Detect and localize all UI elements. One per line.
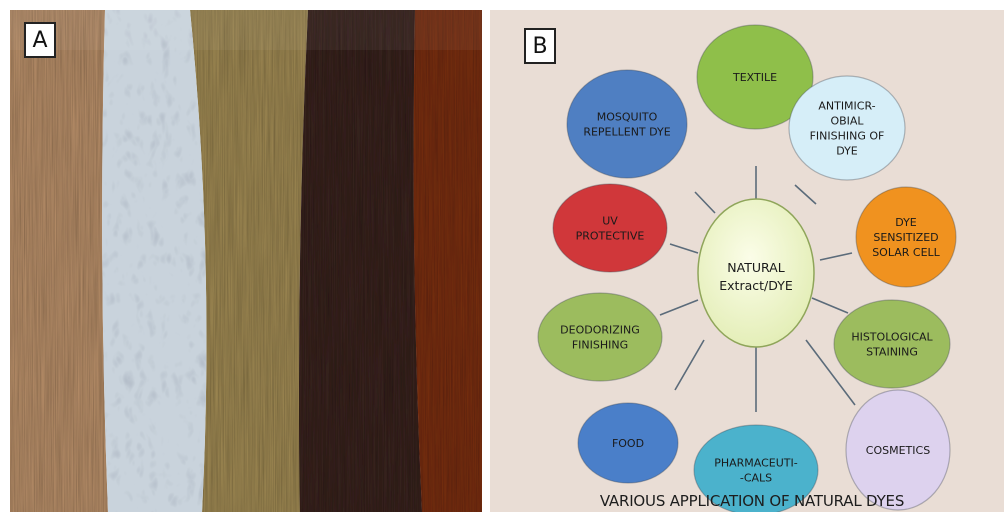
pharmaceuticals-node: PHARMACEUTI- -CALS bbox=[693, 424, 819, 512]
applications-diagram-panel: B TEXTILE ANTIMICR- OBIAL FINISHING OF DYE MO… bbox=[490, 10, 1004, 512]
antimicrobial-label-line: OBIAL bbox=[830, 115, 864, 128]
deodorizing-node: DEODORIZING FINISHING bbox=[537, 292, 663, 382]
mosquito-label-line: MOSQUITO bbox=[597, 111, 658, 124]
solar-connector bbox=[819, 252, 853, 261]
histological-connector bbox=[811, 297, 849, 314]
rust-hank bbox=[413, 10, 482, 512]
histological-label-line: STAINING bbox=[866, 346, 918, 359]
yarn-photo-panel: A bbox=[10, 10, 482, 512]
food-node: FOOD bbox=[577, 402, 679, 484]
center-label-line2: Extract/DYE bbox=[719, 278, 793, 293]
histological-node: HISTOLOGICAL STAINING bbox=[833, 299, 951, 389]
solar-bubble bbox=[855, 186, 957, 288]
tan-hank bbox=[10, 10, 108, 512]
solar-label-line: SOLAR CELL bbox=[872, 246, 940, 259]
textile-bubble bbox=[696, 24, 814, 130]
uv-label-line: PROTECTIVE bbox=[576, 230, 645, 243]
antimicrobial-label-line: FINISHING OF bbox=[810, 130, 885, 143]
cosmetics-connector bbox=[805, 339, 856, 406]
yarn-photo bbox=[10, 10, 482, 512]
food-bubble bbox=[577, 402, 679, 484]
panel-label-b: B bbox=[524, 28, 556, 64]
antimicrobial-bubble bbox=[788, 75, 906, 181]
antimicrobial-node: ANTIMICR- OBIAL FINISHING OF DYE bbox=[788, 75, 906, 181]
cosmetics-node: COSMETICS bbox=[845, 389, 951, 511]
uv-connector bbox=[669, 243, 699, 254]
deodorizing-bubble bbox=[537, 292, 663, 382]
mosquito-bubble bbox=[566, 69, 688, 179]
mosquito-label-line: REPELLENT DYE bbox=[583, 126, 670, 139]
food-connector bbox=[674, 339, 705, 391]
uv-bubble bbox=[552, 183, 668, 273]
diagram-caption: VARIOUS APPLICATION OF NATURAL DYES bbox=[600, 492, 904, 510]
histological-label-line: HISTOLOGICAL bbox=[851, 331, 933, 344]
cosmetics-label-line: COSMETICS bbox=[866, 444, 930, 457]
solar-label-line: SENSITIZED bbox=[873, 231, 938, 244]
textile-label-line: TEXTILE bbox=[732, 71, 777, 84]
deodorizing-connector bbox=[659, 299, 699, 316]
pharmaceuticals-label-line: PHARMACEUTI- bbox=[714, 457, 798, 470]
center-label-line1: NATURAL bbox=[727, 260, 784, 275]
white-hank bbox=[102, 10, 207, 512]
center-node: NATURAL Extract/DYE bbox=[697, 198, 815, 348]
cosmetics-bubble bbox=[845, 389, 951, 511]
mosquito-node: MOSQUITO REPELLENT DYE bbox=[566, 69, 688, 179]
food-label-line: FOOD bbox=[612, 437, 644, 450]
pharmaceuticals-bubble bbox=[693, 424, 819, 512]
deodorizing-label-line: DEODORIZING bbox=[560, 324, 640, 337]
panel-label-a: A bbox=[24, 22, 56, 58]
uv-node: UV PROTECTIVE bbox=[552, 183, 668, 273]
uv-label-line: UV bbox=[602, 215, 618, 228]
textile-node: TEXTILE bbox=[696, 24, 814, 130]
applications-diagram: TEXTILE ANTIMICR- OBIAL FINISHING OF DYE MOSQ… bbox=[537, 24, 957, 512]
solar-label-line: DYE bbox=[895, 216, 917, 229]
pharmaceuticals-label-line: -CALS bbox=[740, 472, 772, 485]
antimicrobial-label-line: DYE bbox=[836, 145, 858, 158]
histological-bubble bbox=[833, 299, 951, 389]
mosquito-connector bbox=[694, 191, 716, 214]
antimicrobial-label-line: ANTIMICR- bbox=[818, 100, 875, 113]
solar-node: DYE SENSITIZED SOLAR CELL bbox=[855, 186, 957, 288]
khaki-hank bbox=[190, 10, 308, 512]
antimicrobial-connector bbox=[794, 184, 817, 205]
deodorizing-label-line: FINISHING bbox=[572, 339, 628, 352]
